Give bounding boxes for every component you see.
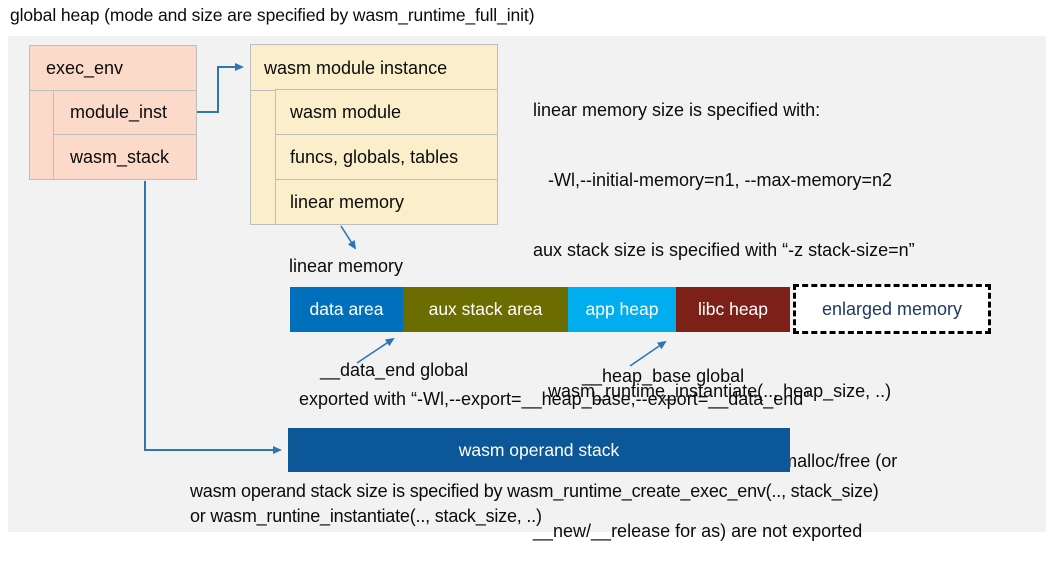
wasm-stack-label: wasm_stack <box>70 146 170 167</box>
note-line: -Wl,--initial-memory=n1, --max-memory=n2 <box>533 170 893 191</box>
note-line: wasm operand stack size is specified by … <box>190 481 879 501</box>
segment-data-area: data area <box>290 287 403 332</box>
exec-env-row-wasm-stack: wasm_stack <box>53 134 197 180</box>
operand-stack-notes: wasm operand stack size is specified by … <box>190 479 879 528</box>
segment-app-heap: app heap <box>568 287 676 332</box>
wasm-module-label: wasm module <box>290 101 402 122</box>
module-instance-row-linear-memory: linear memory <box>275 179 498 225</box>
linear-memory-bar-label: linear memory <box>289 256 404 276</box>
module-instance-row-funcs-globals-tables: funcs, globals, tables <box>275 134 498 180</box>
module-instance-row-wasm-module: wasm module <box>275 89 498 135</box>
exec-env-title: exec_env <box>30 46 196 91</box>
funcs-globals-tables-label: funcs, globals, tables <box>290 146 459 167</box>
note-line: __new/__release for as) are not exported <box>533 521 863 542</box>
diagram-canvas: { "title": "global heap (mode and size a… <box>8 5 1046 542</box>
note-line: aux stack size is specified with “-z sta… <box>533 240 915 261</box>
segment-enlarged-memory: enlarged memory <box>793 284 991 334</box>
note-line: wasm_runtime_instantiate(.., heap_size, … <box>533 380 892 401</box>
exported-with-label: exported with “-Wl,--export=__heap_base,… <box>299 389 810 409</box>
note-line: linear memory size is specified with: <box>533 99 821 120</box>
linear-memory-row-label: linear memory <box>290 191 405 212</box>
module-inst-label: module_inst <box>70 102 168 122</box>
segment-aux-stack-area: aux stack area <box>403 287 568 332</box>
heap-base-global-label: __heap_base global <box>582 366 745 386</box>
segment-libc-heap: libc heap <box>676 287 790 332</box>
module-instance-title: wasm module instance <box>251 45 497 91</box>
wasm-operand-stack-bar: wasm operand stack <box>288 428 790 472</box>
note-line: or wasm_runtine_instantiate(.., stack_si… <box>190 505 542 526</box>
exec-env-row-module-inst: module_inst <box>53 90 197 135</box>
page-title: global heap (mode and size are specified… <box>10 5 535 25</box>
data-end-global-label: __data_end global <box>320 360 469 380</box>
